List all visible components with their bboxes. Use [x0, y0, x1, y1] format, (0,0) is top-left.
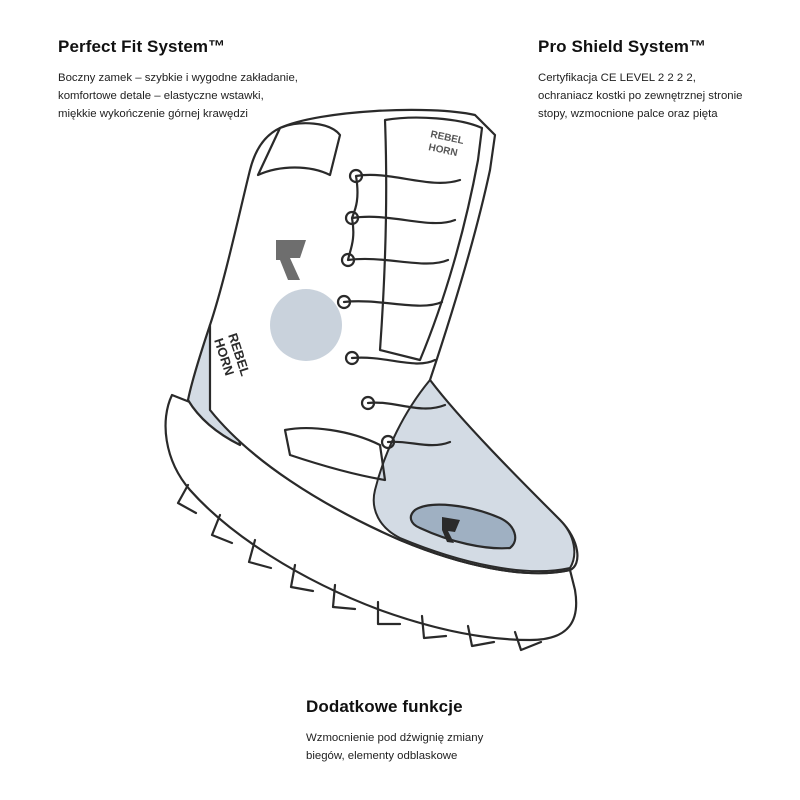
boot-sole-lugs: [176, 483, 543, 652]
feature-line: stopy, wzmocnione palce oraz pięta: [538, 108, 718, 120]
feature-line: Wzmocnienie pod dźwignię zmiany: [306, 732, 484, 744]
boot-collar: [256, 122, 342, 177]
feature-title: Pro Shield System™: [538, 37, 707, 56]
toe-guard: [409, 503, 517, 550]
feature-title: Perfect Fit System™: [58, 37, 226, 56]
feature-perfect-fit: Perfect Fit System™ Boczny zamek – szybk…: [58, 37, 348, 123]
feature-description: Boczny zamek – szybkie i wygodne zakłada…: [58, 69, 348, 123]
side-panel-seam: [283, 427, 387, 482]
feature-line: biegów, elementy odblaskowe: [306, 750, 458, 762]
feature-line: Certyfikacja CE LEVEL 2 2 2 2,: [538, 72, 696, 84]
boot-illustration: REBEL HORN REBEL HORN: [164, 108, 579, 652]
feature-line: ochraniacz kostki po zewnętrznej stronie: [538, 90, 743, 102]
feature-title: Dodatkowe funkcje: [306, 697, 463, 716]
feature-pro-shield: Pro Shield System™ Certyfikacja CE LEVEL…: [538, 37, 778, 123]
feature-line: komfortowe detale – elastyczne wstawki,: [58, 90, 264, 102]
feature-description: Certyfikacja CE LEVEL 2 2 2 2, ochraniac…: [538, 69, 778, 123]
toe-logo-icon: [442, 517, 460, 543]
feature-description: Wzmocnienie pod dźwignię zmiany biegów, …: [306, 729, 546, 765]
boot-laces: [342, 173, 462, 447]
ankle-protector: [270, 289, 342, 361]
brand-logo-icon: [276, 240, 306, 280]
feature-additional: Dodatkowe funkcje Wzmocnienie pod dźwign…: [306, 697, 546, 765]
feature-line: Boczny zamek – szybkie i wygodne zakłada…: [58, 72, 298, 84]
feature-line: miękkie wykończenie górnej krawędzi: [58, 108, 248, 120]
